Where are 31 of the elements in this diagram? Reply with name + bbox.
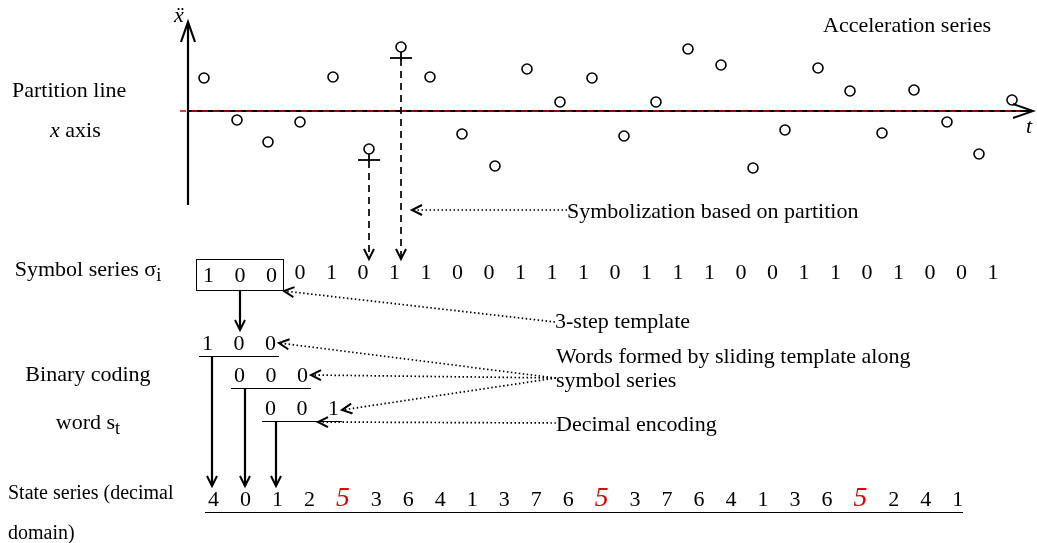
dashed-arrow xyxy=(411,204,568,216)
dashed-arrow xyxy=(310,369,557,382)
arrow xyxy=(234,291,246,331)
template-box: 1 0 0 xyxy=(196,259,284,291)
annotation-text: 3-step template xyxy=(555,308,690,334)
arrow xyxy=(206,357,218,487)
chart-title: Acceleration series xyxy=(823,12,991,38)
arrow xyxy=(239,389,251,487)
legend-text: Partition line xyxy=(12,77,127,103)
annotation-text: Decimal encoding xyxy=(556,411,717,437)
legend-text: x axis xyxy=(50,117,101,143)
dashed-arrow xyxy=(283,286,556,323)
symbol-series: 0 1 0 1 1 0 0 1 1 1 0 1 1 1 0 0 1 1 0 1 0 0 1 xyxy=(294,259,999,285)
dashed-arrow xyxy=(317,416,557,429)
binary-word: 0 0 1 xyxy=(262,395,342,422)
axis-label: ẍ xyxy=(174,2,184,28)
arrow xyxy=(270,422,282,487)
binary-word: 1 0 0 xyxy=(199,330,279,357)
marked-data-point xyxy=(390,40,412,59)
dashed-arrow xyxy=(395,58,407,260)
row-label: Symbol series σ$_{i}$ xyxy=(13,255,163,288)
axis-label: t xyxy=(1026,113,1033,139)
annotation-text: Symbolization based on partition xyxy=(567,198,859,224)
dashed-arrow xyxy=(363,160,375,260)
state-series: 4 0 1 2 5 3 6 4 1 3 7 6 5 3 7 6 4 1 3 6 5 2 4 1 xyxy=(205,486,963,513)
binary-word: 0 0 0 xyxy=(231,362,311,389)
dashed-arrow xyxy=(341,377,557,415)
marked-data-point xyxy=(358,142,380,161)
row-label: State series (decimal domain) xyxy=(8,480,175,543)
row-label: Binary coding word s$_{t}$ xyxy=(24,360,152,441)
annotation-text: Words formed by sliding template along symbol series xyxy=(556,344,966,392)
